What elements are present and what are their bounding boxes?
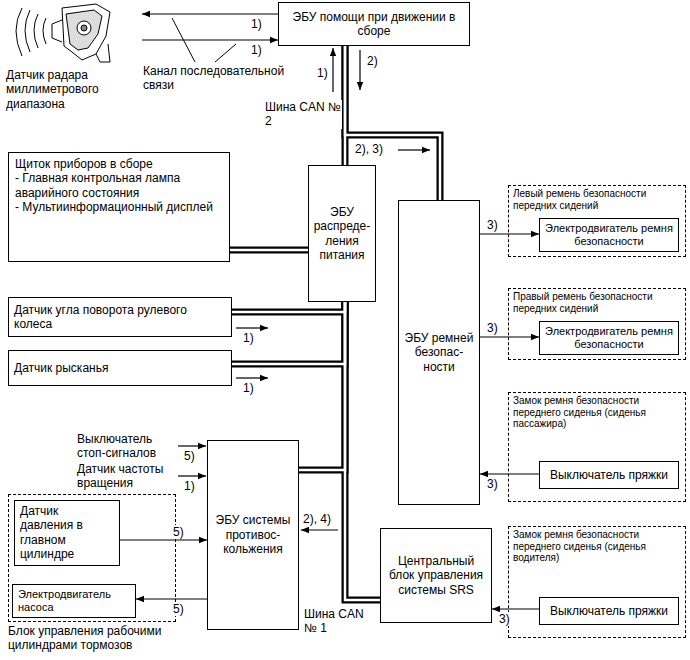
group-box: Правый ремень безопасности передних сиде…: [508, 288, 686, 360]
node-title: Датчик давления в главном цилиндре: [20, 504, 114, 562]
group-box: Замок ремня безопасности переднего сиден…: [508, 392, 686, 502]
callout-number: 2), 3): [354, 142, 384, 156]
callout-number: 1): [242, 331, 255, 345]
ecu-box: ЭБУ помощи при движении в сборе: [278, 2, 470, 46]
signal-connector: [142, 13, 278, 14]
can-bus-line: [345, 302, 380, 600]
node-title: ЭБУ ремней безопас- ности: [403, 331, 475, 374]
node-title: ЭБУ помощи при движении в сборе: [283, 10, 465, 39]
edge-label: 3): [486, 321, 499, 335]
edge-label: 1): [250, 17, 263, 31]
signal-connector: [120, 539, 207, 540]
group-box: Левый ремень безопасности передних сиден…: [508, 185, 686, 257]
edge-label: 1): [250, 43, 263, 57]
node-title: Замок ремня безопасности переднего сиден…: [513, 529, 681, 564]
can-bus-line: [299, 302, 345, 470]
can-bus-core: [230, 249, 308, 252]
can-bus-core: [299, 302, 345, 470]
sensor-box: Датчик рысканья: [8, 350, 232, 386]
motor-box: Электродвигатель ремня безопасности: [539, 321, 679, 355]
callout-number: 5): [183, 449, 196, 463]
motor-box: Электродвигатель насоса: [12, 584, 136, 618]
node-title: Датчик угла поворота рулевого колеса: [14, 303, 226, 332]
edge-label: 5): [172, 525, 185, 539]
can-bus-core: [232, 302, 345, 364]
callout-number: 2), 4): [302, 512, 332, 526]
node-title: Левый ремень безопасности передних сиден…: [513, 188, 681, 211]
node-title: Правый ремень безопасности передних сиде…: [513, 291, 681, 314]
node-title: Щиток приборов в сборе: [15, 157, 153, 171]
callout-number: 1): [183, 479, 196, 493]
ecu-box: ЭБУ системы противос- кольжения: [207, 440, 299, 630]
node-title: Блок управления рабочими цилиндрами торм…: [8, 624, 176, 653]
group-box: Замок ремня безопасности переднего сиден…: [508, 526, 686, 638]
node-title: Электродвигатель ремня безопасности: [544, 222, 674, 248]
signal-connector: [136, 598, 207, 599]
can-bus-line: [232, 302, 345, 312]
text-label: Выключатель стоп-сигналов: [76, 432, 178, 461]
text-label: Шина CAN № 2: [264, 100, 342, 129]
motor-box: Электродвигатель ремня безопасности: [539, 218, 679, 252]
node-title: ЭБУ распреде- ления питания: [313, 205, 371, 263]
callout-number: 1): [316, 66, 329, 80]
switch-box: Выключатель пряжки: [539, 597, 679, 625]
text-label: Канал последовательной связи: [142, 64, 294, 93]
can-bus-core: [345, 302, 380, 600]
node-title: Датчик рысканья: [14, 361, 108, 375]
edge-label: 3): [486, 218, 499, 232]
signal-connector: [492, 608, 539, 609]
sensor-box: Датчик давления в главном цилиндре: [14, 500, 120, 566]
callout-number: 1): [242, 381, 255, 395]
edge-label: 3): [486, 477, 499, 491]
node-title: Замок ремня безопасности переднего сиден…: [513, 395, 681, 430]
ecu-box: ЭБУ распреде- ления питания: [308, 165, 376, 302]
switch-box: Выключатель пряжки: [539, 461, 679, 489]
signal-connector: [480, 473, 539, 474]
edge-label: 5): [172, 602, 185, 616]
can-bus-line: [230, 247, 308, 254]
node-title: Выключатель пряжки: [550, 468, 668, 482]
sensor-box: Датчик угла поворота рулевого колеса: [8, 297, 232, 337]
ecu-box: ЭБУ ремней безопас- ности: [398, 200, 480, 505]
node-title: Выключатель пряжки: [550, 604, 668, 618]
ecu-box: Центральный блок управления системы SRS: [380, 528, 492, 623]
text-label: Шина CAN № 1: [303, 607, 377, 636]
node-item: - Главная контрольная лампа аварийного с…: [15, 171, 223, 200]
signal-connector: [480, 336, 539, 337]
sensor-node: Датчик радара миллиметрового диапазона: [6, 2, 142, 114]
text-label: Датчик частоты вращения: [76, 462, 178, 491]
signal-connector: [480, 233, 539, 234]
node-title: Электродвигатель насоса: [18, 588, 130, 614]
can-bus-line: [232, 302, 345, 364]
caption-holder: Блок управления рабочими цилиндрами торм…: [8, 624, 176, 653]
node-item: - Мультиинформационный дисплей: [15, 200, 213, 214]
node-title: Центральный блок управления системы SRS: [385, 554, 487, 597]
node-title: Электродвигатель ремня безопасности: [544, 325, 674, 351]
radar-sensor-illustration: [16, 4, 110, 62]
node-title: ЭБУ системы противос- кольжения: [212, 513, 294, 556]
can-bus-core: [232, 302, 345, 312]
signal-connector: [142, 39, 278, 40]
panel-box: Щиток приборов в сборе- Главная контроль…: [8, 152, 230, 262]
group-box: Блок управления рабочими цилиндрами торм…: [8, 494, 176, 652]
node-title: Датчик радара миллиметрового диапазона: [6, 68, 142, 111]
callout-number: 2): [366, 54, 379, 68]
